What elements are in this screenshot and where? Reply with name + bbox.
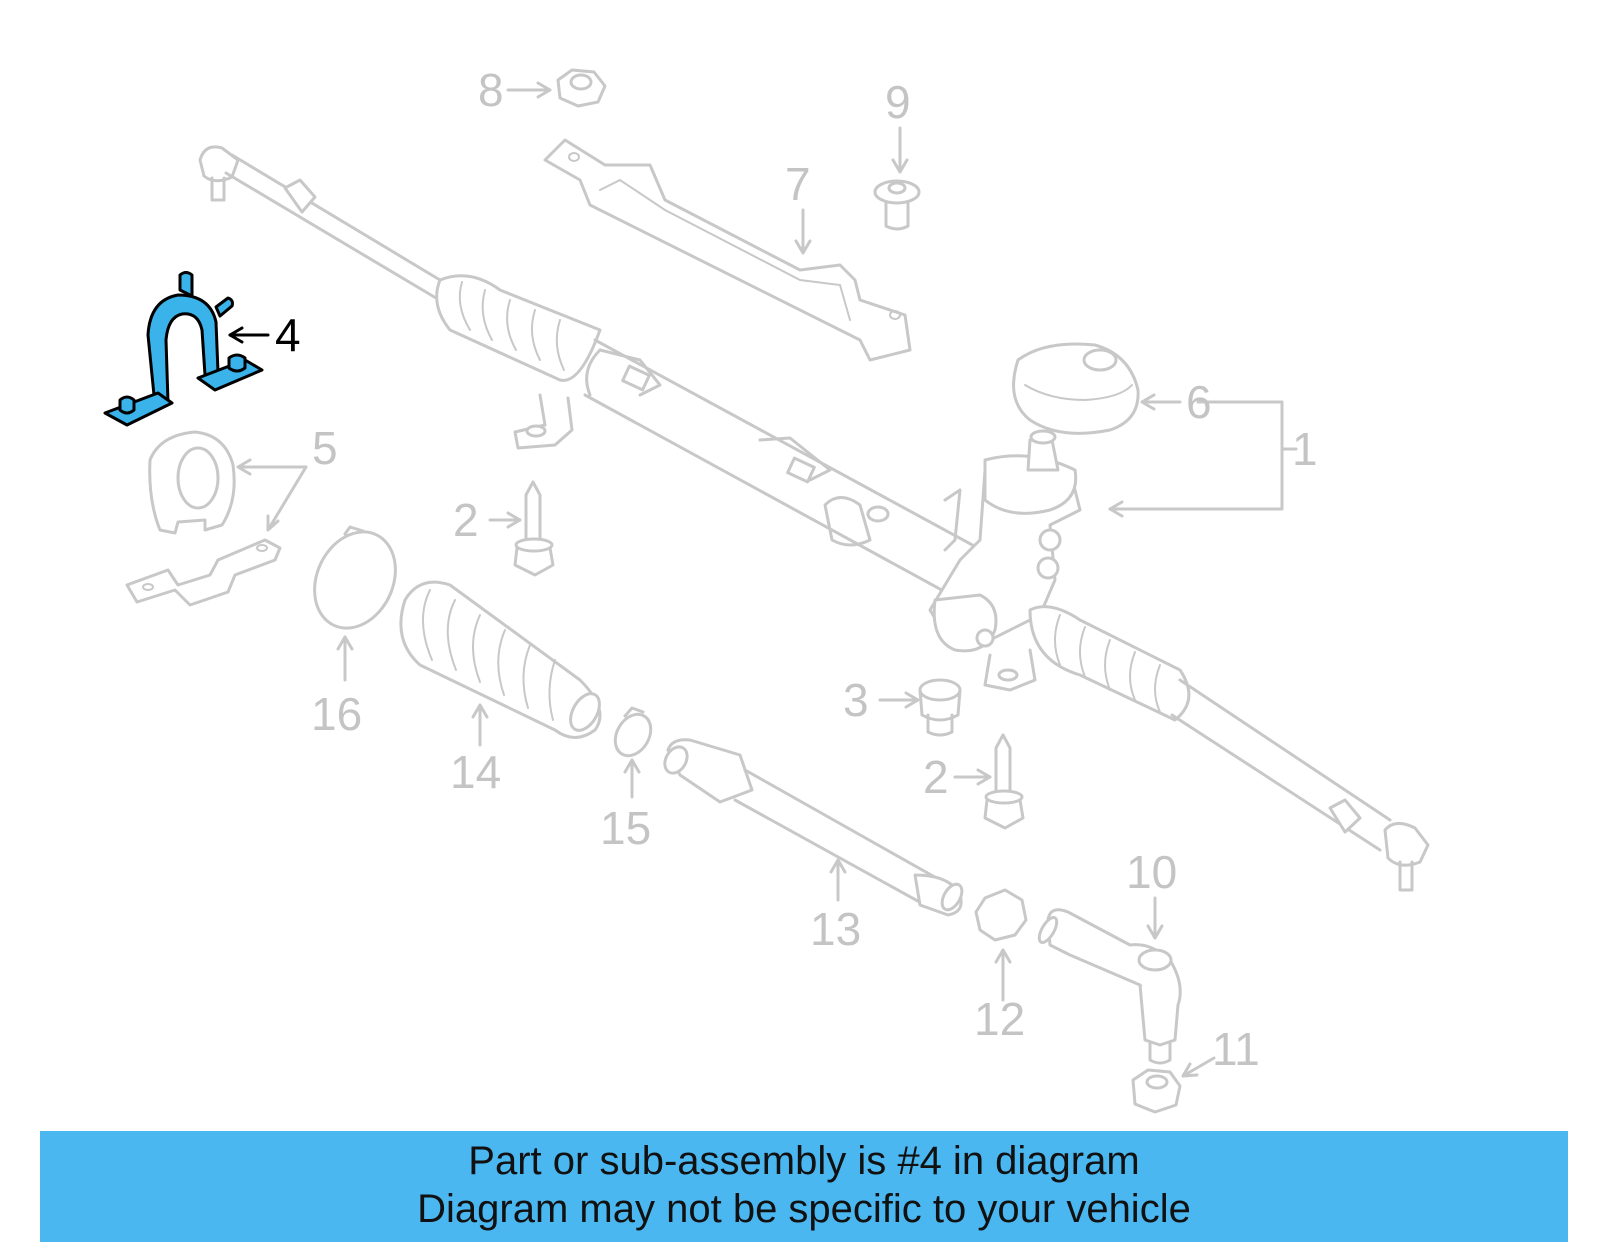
part-8-nut (556, 68, 607, 108)
callout-13: 13 (810, 903, 861, 955)
callout-14: 14 (450, 746, 501, 798)
part-4-highlighted-clamp (103, 271, 270, 427)
callout-4: 4 (275, 309, 301, 361)
callout-5: 5 (312, 422, 338, 474)
part-2-bolt-upper (513, 480, 555, 577)
callout-12: 12 (974, 993, 1025, 1045)
steering-rack-assembly (198, 145, 1430, 892)
callout-11: 11 (1212, 1023, 1260, 1075)
callout-16: 16 (311, 688, 362, 740)
callout-7: 7 (785, 158, 811, 210)
part-11-nut (1131, 1068, 1182, 1114)
callout-10: 10 (1126, 846, 1177, 898)
part-15-clip (613, 706, 653, 758)
callout-15: 15 (600, 802, 651, 854)
part-12-jam-nut (974, 888, 1028, 942)
banner-line-1: Part or sub-assembly is #4 in diagram (468, 1139, 1140, 1183)
callout-2-upper: 2 (453, 494, 479, 546)
part-9-grommet (873, 179, 921, 231)
banner-line-2: Diagram may not be specific to your vehi… (417, 1187, 1191, 1231)
callout-3: 3 (843, 674, 869, 726)
part-10-tie-rod-end (1037, 908, 1182, 1065)
callout-labels: 1 2 2 3 4 5 6 7 8 9 10 11 12 13 14 15 16 (275, 64, 1318, 1075)
leader-lines (236, 81, 1298, 1078)
part-16-clamp (313, 525, 397, 630)
part-14-boot (399, 580, 602, 739)
callout-1: 1 (1292, 423, 1318, 475)
part-13-inner-tie-rod (663, 738, 964, 917)
part-3-bushing (918, 678, 962, 737)
callout-9: 9 (885, 76, 911, 128)
callout-8: 8 (478, 64, 504, 116)
part-7-heat-shield (543, 138, 912, 362)
part-5-bushing-and-clamp (125, 430, 282, 607)
callout-2-lower: 2 (923, 751, 949, 803)
info-banner: Part or sub-assembly is #4 in diagram Di… (40, 1131, 1568, 1242)
part-6-boot-cap (1012, 342, 1140, 435)
callout-6: 6 (1186, 376, 1212, 428)
part-2-bolt-lower (983, 733, 1025, 830)
